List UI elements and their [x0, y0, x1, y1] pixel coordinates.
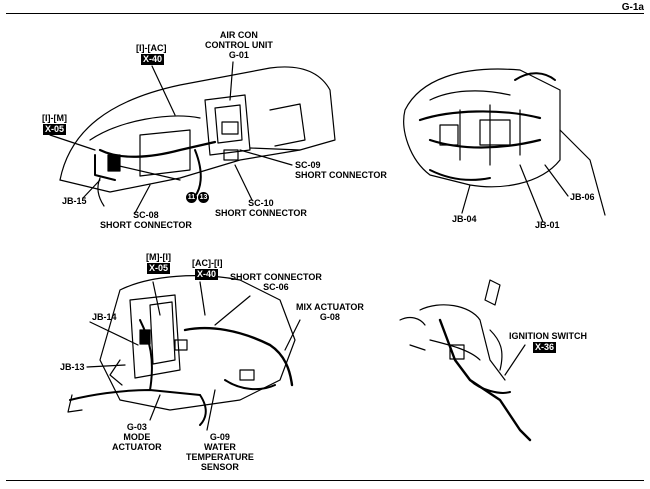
label-mode-actuator: G-03 MODE ACTUATOR	[112, 422, 162, 452]
label-jb01: JB-01	[535, 220, 560, 230]
steering-column-illustration	[399, 279, 532, 442]
label-i-ac-top: [I]-[AC]	[136, 43, 167, 53]
label-jb15: JB-15	[62, 196, 87, 206]
label-ac-i: [AC]-[I]	[192, 258, 223, 268]
label-jb13: JB-13	[60, 362, 85, 372]
connector-x36: X-36	[533, 342, 557, 353]
label-jb06: JB-06	[570, 192, 595, 202]
label-sc08: SC-08 SHORT CONNECTOR	[100, 210, 192, 230]
label-jb04: JB-04	[452, 214, 477, 224]
engine-bay-illustration	[403, 68, 606, 216]
connector-x05-top: X-05	[43, 124, 67, 135]
page-id: G-1a	[621, 2, 644, 13]
label-mix-actuator: MIX ACTUATOR G-08	[296, 302, 364, 322]
badge-13: 13	[198, 192, 209, 203]
top-rule	[6, 13, 644, 14]
label-sc10: SC-10 SHORT CONNECTOR	[215, 198, 307, 218]
label-i-m-top: [I]-[M]	[42, 113, 67, 123]
dashboard-illustration-bottom	[67, 275, 296, 426]
label-m-i: [M]-[I]	[146, 252, 171, 262]
connector-x40-bottom: X-40	[195, 269, 219, 280]
label-jb14: JB-14	[92, 312, 117, 322]
connector-x05-bottom: X-05	[147, 263, 171, 274]
label-aircon-unit: AIR CON CONTROL UNIT G-01	[205, 30, 273, 60]
badge-11: 11	[186, 192, 197, 203]
label-sc06: SHORT CONNECTOR SC-06	[230, 272, 322, 292]
label-water-temp-sensor: G-09 WATER TEMPERATURE SENSOR	[186, 432, 254, 472]
connector-x40-top: X-40	[141, 54, 165, 65]
label-sc09: SC-09 SHORT CONNECTOR	[295, 160, 387, 180]
bottom-rule	[6, 480, 644, 481]
dashboard-illustration-top	[59, 66, 336, 207]
label-ignition-switch: IGNITION SWITCH	[509, 331, 587, 341]
